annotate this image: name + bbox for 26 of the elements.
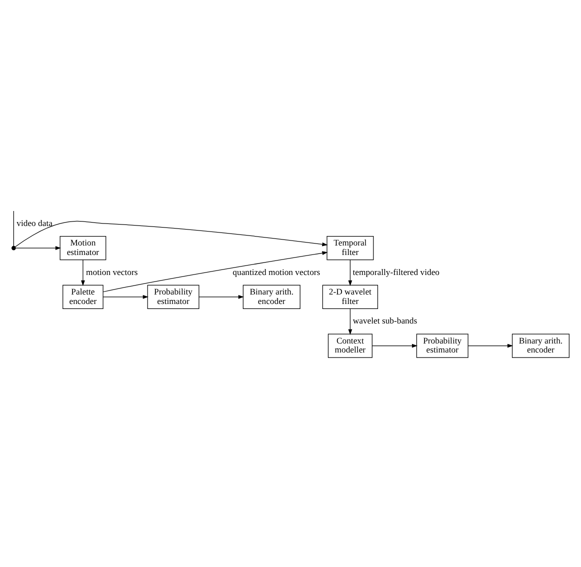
arrow	[372, 343, 418, 348]
arrow	[81, 259, 85, 286]
node-box: Palette encoder	[62, 284, 104, 308]
edge-label: wavelet sub-bands	[352, 315, 418, 326]
edge-label: motion vectors	[86, 266, 138, 276]
node-box: Probability estimator	[416, 333, 468, 358]
connector	[13, 210, 14, 246]
node-box: Binary arith. encoder	[512, 333, 570, 358]
node-box: Binary arith. encoder	[242, 284, 300, 308]
arrow	[198, 294, 244, 298]
edge-label: quantized motion vectors	[232, 266, 320, 276]
node-box: Probability estimator	[147, 284, 200, 308]
node-box: Temporal filter	[326, 235, 374, 260]
arrow	[15, 246, 61, 250]
arrow	[102, 294, 148, 298]
arrow	[468, 343, 514, 348]
arrow	[15, 220, 328, 247]
arrow	[348, 308, 352, 334]
node-circle	[12, 245, 16, 250]
node-box: 2-D wavelet filter	[322, 284, 378, 308]
arrow	[348, 259, 352, 286]
edge-label: temporally-filtered video	[352, 266, 440, 276]
node-box: Motion estimator	[60, 235, 106, 260]
edge-label: video data	[16, 217, 52, 228]
node-box: Context modeller	[328, 333, 372, 358]
arrow	[102, 250, 328, 292]
